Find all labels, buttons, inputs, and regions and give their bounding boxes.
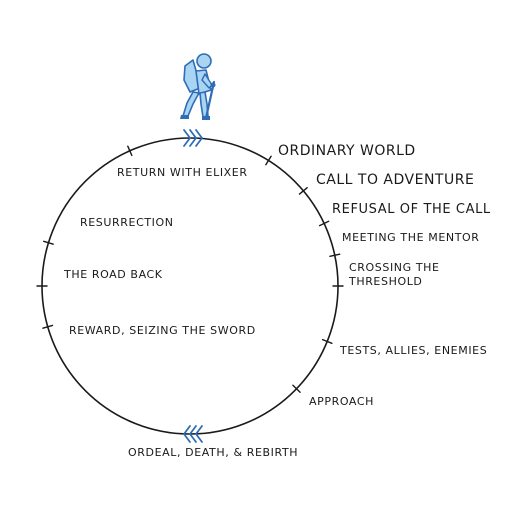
label-call-to-adventure: CALL TO ADVENTURE: [316, 172, 474, 188]
label-tests-allies-enemies: TESTS, ALLIES, ENEMIES: [339, 344, 487, 357]
direction-marker-bottom: [183, 425, 203, 443]
tick-meeting-the-mentor: [329, 253, 341, 257]
tick-resurrection: [43, 240, 54, 245]
tick-refusal-of-the-call: [318, 220, 330, 227]
tick-approach: [292, 384, 301, 393]
tick-tests-allies-enemies: [321, 338, 333, 344]
tick-ordinary-world: [265, 155, 272, 166]
label-the-road-back: THE ROAD BACK: [63, 268, 163, 281]
tick-return-with-elixer: [127, 145, 133, 157]
tick-call-to-adventure: [298, 186, 308, 195]
label-approach: APPROACH: [309, 395, 374, 408]
stage-ticks: [36, 145, 344, 393]
tick-reward-seizing-the-sword: [42, 324, 54, 329]
label-crossing-the-threshold-line1: CROSSING THE: [349, 261, 440, 274]
label-return-with-elixer: RETURN WITH ELIXER: [117, 166, 248, 179]
direction-marker-top: [183, 129, 203, 147]
label-ordinary-world: ORDINARY WORLD: [278, 143, 416, 159]
label-refusal-of-the-call: REFUSAL OF THE CALL: [332, 202, 491, 217]
chevron-left-icon: [183, 425, 203, 443]
label-ordeal-death-rebirth: ORDEAL, DEATH, & REBIRTH: [128, 446, 298, 459]
label-reward-seizing-the-sword: REWARD, SEIZING THE SWORD: [69, 324, 256, 337]
label-resurrection: RESURRECTION: [80, 216, 174, 229]
journey-cycle-circle: [41, 137, 339, 435]
label-crossing-the-threshold-line2: THRESHOLD: [348, 275, 423, 288]
chevron-right-icon: [183, 129, 203, 147]
hiker-icon: [180, 53, 216, 120]
label-meeting-the-mentor: MEETING THE MENTOR: [342, 231, 480, 244]
